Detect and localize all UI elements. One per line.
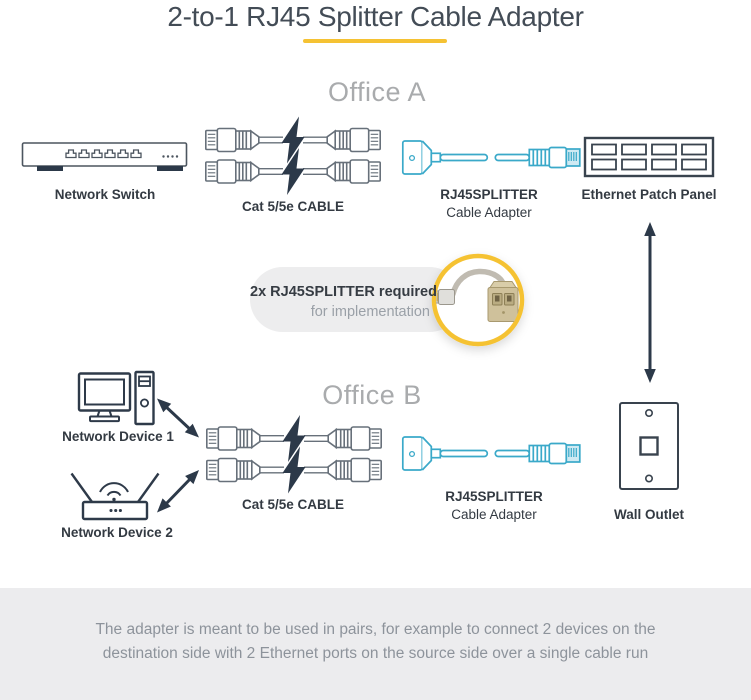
wall-outlet-label: Wall Outlet (614, 507, 684, 522)
vertical-double-arrow-icon (644, 222, 656, 383)
wall-outlet-icon (619, 402, 679, 490)
network-device2-icon (70, 472, 160, 521)
footer-note: The adapter is meant to be used in pairs… (0, 588, 751, 666)
splitter-photo-badge (431, 253, 525, 347)
arrow-device1-icon (153, 394, 203, 442)
network-switch-label: Network Switch (54, 187, 156, 202)
cat5-cable-pair-b-icon (207, 415, 381, 494)
footer-bar: The adapter is meant to be used in pairs… (0, 588, 751, 700)
callout-line1: 2x RJ45SPLITTER required (250, 284, 437, 300)
footer-line1: The adapter is meant to be used in pairs… (95, 621, 656, 638)
rj45-splitter-a-label: RJ45SPLITTER Cable Adapter (440, 187, 538, 221)
rj45-splitter-b-label: RJ45SPLITTER Cable Adapter (445, 489, 543, 523)
title-accent-underline (303, 39, 447, 43)
splitter-photo (436, 268, 519, 322)
adapter-a-sub: Cable Adapter (446, 205, 532, 220)
adapter-b-sub: Cable Adapter (451, 507, 537, 522)
network-device1-icon (77, 370, 155, 426)
footer-line2: destination side with 2 Ethernet ports o… (102, 645, 649, 662)
cat5-cable-a-label: Cat 5/5e CABLE (241, 199, 345, 214)
rj45-splitter-a-icon (401, 140, 581, 175)
cat5-cable-b-label: Cat 5/5e CABLE (241, 497, 345, 512)
cat5-cable-pair-a-icon (206, 117, 380, 196)
adapter-a-name: RJ45SPLITTER (440, 187, 538, 202)
adapter-b-name: RJ45SPLITTER (445, 489, 543, 504)
callout-line2: for implementation (310, 304, 430, 320)
callout-bubble (250, 267, 462, 332)
network-device2-label: Network Device 2 (61, 525, 173, 540)
network-switch-icon (21, 142, 188, 171)
ethernet-patch-panel-icon (583, 136, 715, 178)
page-title: 2-to-1 RJ45 Splitter Cable Adapter (167, 1, 584, 32)
arrow-device2-icon (152, 465, 204, 517)
switch-led-dots (162, 155, 179, 158)
office-b-heading: Office B (322, 380, 422, 410)
network-device1-label: Network Device 1 (62, 429, 174, 444)
patch-panel-label: Ethernet Patch Panel (581, 187, 717, 202)
office-a-heading: Office A (327, 77, 427, 107)
rj45-splitter-b-icon (401, 436, 581, 471)
